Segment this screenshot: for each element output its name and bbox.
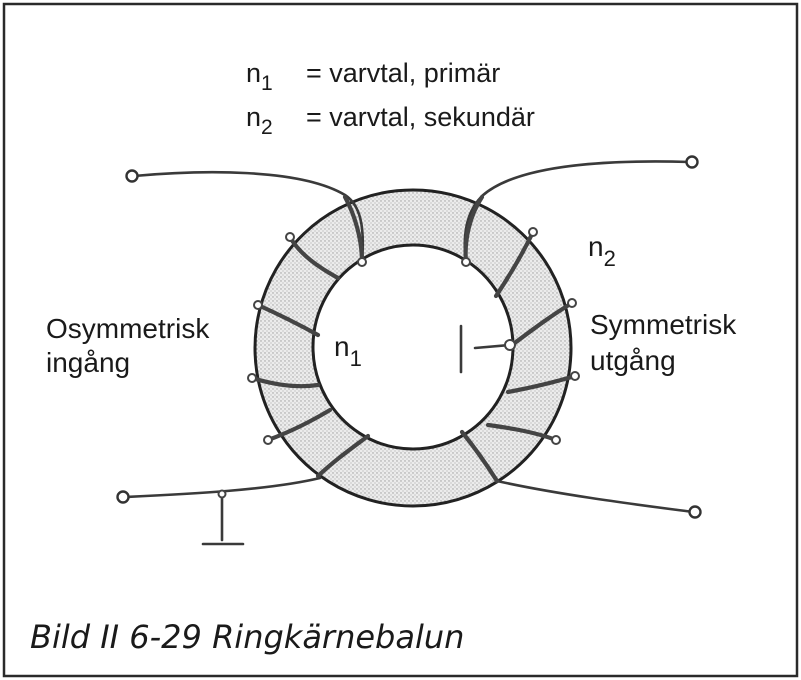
- figure-caption: Bild II 6-29 Ringkärnebalun: [30, 618, 464, 656]
- legend-n2-subscript: 2: [261, 116, 273, 139]
- toroid-core: [253, 188, 573, 508]
- secondary-winding: [459, 194, 580, 484]
- output-label-line2: utgång: [590, 345, 676, 376]
- terminal-top-right: [685, 155, 699, 169]
- winding-knot: [551, 435, 561, 445]
- terminal-bottom-left: [116, 490, 130, 504]
- winding-turn: [265, 407, 333, 443]
- svg-text:n1: n1: [246, 58, 273, 95]
- svg-text:n2: n2: [588, 231, 616, 271]
- core-ring: [253, 188, 573, 508]
- lead-wires: [123, 160, 695, 546]
- winding-knot: [570, 371, 580, 381]
- winding-knot: [263, 435, 273, 445]
- winding-turn: [287, 234, 341, 281]
- winding-turn: [249, 375, 321, 389]
- primary-turns-symbol: n: [334, 331, 350, 362]
- legend-n2-text: = varvtal, sekundär: [306, 102, 535, 132]
- winding-knot: [528, 227, 538, 237]
- input-label-line2: ingång: [46, 347, 130, 378]
- terminal-bottom-right: [688, 505, 702, 519]
- legend-n1-symbol: n: [246, 58, 261, 88]
- secondary-turns-subscript: 2: [604, 246, 616, 271]
- winding-turn: [315, 433, 371, 479]
- winding-knot: [285, 232, 295, 242]
- svg-text:n2: n2: [246, 102, 273, 139]
- svg-text:n1: n1: [334, 331, 362, 371]
- winding-turn: [505, 373, 578, 395]
- primary-winding: [247, 194, 371, 479]
- lead-bottom-left: [123, 476, 322, 499]
- lead-bottom-right: [495, 479, 695, 514]
- winding-knot: [357, 257, 367, 267]
- lead-top-left: [132, 170, 365, 264]
- winding-knot: [504, 339, 516, 351]
- winding-labels: n1 n2: [334, 231, 616, 371]
- winding-knot: [247, 373, 257, 383]
- legend-n2-symbol: n: [246, 102, 261, 132]
- terminals: [116, 155, 702, 519]
- side-labels: Osymmetrisk ingång Symmetrisk utgång: [46, 309, 737, 378]
- winding-turn: [485, 422, 559, 443]
- winding-knot: [253, 300, 263, 310]
- winding-turn: [463, 194, 485, 265]
- legend-n1-subscript: 1: [261, 72, 273, 95]
- winding-turn: [342, 194, 365, 265]
- legend-n1-text: = varvtal, primär: [306, 58, 500, 88]
- input-label-line1: Osymmetrisk: [46, 313, 210, 344]
- legend: n1 = varvtal, primär n2 = varvtal, sekun…: [246, 58, 535, 139]
- winding-turn: [255, 302, 321, 338]
- primary-turns-subscript: 1: [350, 346, 362, 371]
- secondary-turns-symbol: n: [588, 231, 604, 262]
- winding-knot: [567, 298, 577, 308]
- winding-turn: [493, 229, 536, 299]
- winding-knot: [461, 257, 471, 267]
- winding-turn: [459, 429, 500, 484]
- lead-top-right: [463, 160, 692, 264]
- terminal-top-left: [125, 169, 139, 183]
- winding-turn: [509, 300, 575, 348]
- output-label-line1: Symmetrisk: [590, 309, 737, 340]
- ground-junction: [217, 489, 227, 499]
